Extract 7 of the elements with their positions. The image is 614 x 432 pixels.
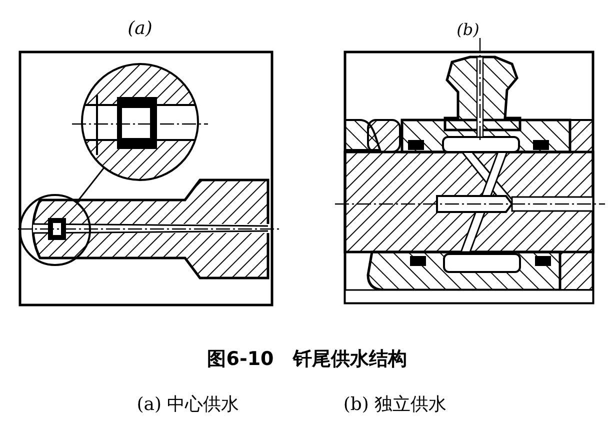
leader-line [76, 167, 105, 203]
detail-circle [19, 194, 91, 266]
figure-caption: 图6-10 钎尾供水结构 [207, 347, 407, 372]
panel-label: (a) [128, 18, 152, 39]
subfigure-caption: (b) 独立供水 [343, 393, 447, 416]
panel-label: (b) [456, 20, 480, 39]
subfigure-caption: (a) 中心供水 [136, 393, 240, 416]
